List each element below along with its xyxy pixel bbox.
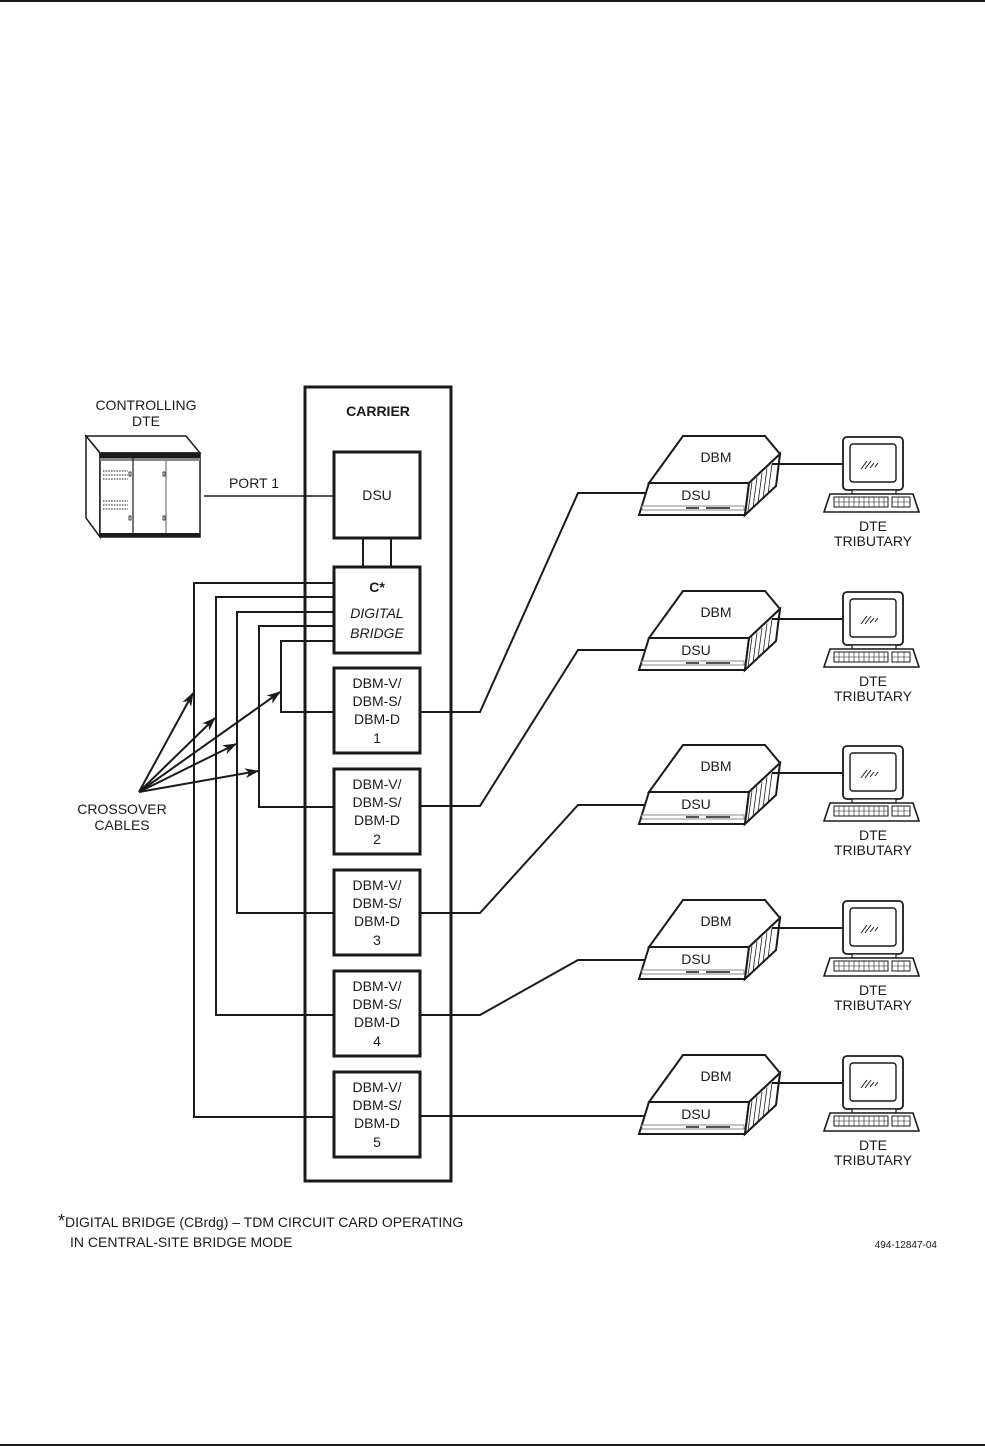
crossover-cable-1 — [280, 640, 333, 713]
carrier-dsu-label: DSU — [362, 487, 392, 503]
footnote-line-2: IN CENTRAL-SITE BRIDGE MODE — [70, 1234, 292, 1250]
dbm-card-number: 3 — [373, 932, 381, 948]
dbm-card-4: DBM-V/ DBM-S/ DBM-D 4 — [332, 969, 422, 1058]
modem-top-label: DBM — [700, 604, 731, 620]
pointer-arrow — [138, 692, 194, 793]
dbm-card-line3: DBM-D — [354, 812, 400, 828]
dte-tributary-label-1: DTE — [859, 518, 887, 534]
tributary-links — [420, 492, 645, 1117]
controlling-dte: CONTROLLING DTE — [84, 397, 202, 540]
dte-tributary-label-1: DTE — [859, 827, 887, 843]
pointer-arrow — [138, 691, 281, 793]
terminal-computer-icon — [822, 436, 921, 513]
crossover-cable-3 — [236, 611, 333, 914]
carrier-chassis — [303, 385, 453, 1183]
crossover-pointer-arrows — [138, 691, 281, 793]
modem-unit-icon — [637, 590, 782, 673]
tributary-link-4 — [420, 959, 645, 1016]
dbm-card-line1: DBM-V/ — [353, 776, 402, 792]
crossover-cable-5 — [193, 582, 333, 1118]
digital-bridge-box — [332, 565, 422, 655]
dte-tributary-label-2: TRIBUTARY — [834, 533, 913, 549]
modem-bottom-label: DSU — [681, 642, 711, 658]
crossover-cables — [193, 582, 333, 1118]
crossover-label-1: CROSSOVER — [77, 801, 166, 817]
dbm-card-line3: DBM-D — [354, 1014, 400, 1030]
pointer-arrow — [138, 768, 259, 793]
figure-id: 494-12847-04 — [875, 1240, 938, 1251]
dbm-card-3: DBM-V/ DBM-S/ DBM-D 3 — [332, 868, 422, 957]
controlling-dte-label-1: CONTROLLING — [95, 397, 196, 413]
dbm-card-line2: DBM-S/ — [353, 794, 402, 810]
mainframe-cabinet-icon — [84, 433, 202, 540]
controlling-dte-label-2: DTE — [132, 413, 160, 429]
pointer-arrow — [138, 743, 237, 793]
dbm-card-line3: DBM-D — [354, 913, 400, 929]
tributary-link-1 — [420, 492, 645, 713]
terminal-computer-icon — [822, 745, 921, 822]
dbm-card-line2: DBM-S/ — [353, 996, 402, 1012]
modem-unit-icon — [637, 899, 782, 982]
modem-top-label: DBM — [700, 449, 731, 465]
dbm-card-line3: DBM-D — [354, 1115, 400, 1131]
footnote-asterisk: * — [58, 1211, 65, 1231]
dte-tributary-label-2: TRIBUTARY — [834, 1152, 913, 1168]
digital-bridge-label-1: DIGITAL — [350, 605, 403, 621]
crossover-label-2: CABLES — [94, 817, 149, 833]
dbm-card-number: 1 — [373, 730, 381, 746]
dte-tributary-label-2: TRIBUTARY — [834, 997, 913, 1013]
terminal-computer-icon — [822, 591, 921, 668]
modem-bottom-label: DSU — [681, 951, 711, 967]
dte-tributary-label-2: TRIBUTARY — [834, 842, 913, 858]
modem-top-label: DBM — [700, 1068, 731, 1084]
dte-tributary-label-2: TRIBUTARY — [834, 688, 913, 704]
crossover-cable-2 — [258, 625, 333, 808]
dbm-card-2: DBM-V/ DBM-S/ DBM-D 2 — [332, 767, 422, 856]
terminal-computer-icon — [822, 900, 921, 977]
tributary-sites: DBMDSUDTETRIBUTARYDBMDSUDTETRIBUTARYDBMD… — [637, 435, 921, 1168]
dbm-card-line1: DBM-V/ — [353, 1079, 402, 1095]
dbm-card-1: DBM-V/ DBM-S/ DBM-D 1 — [332, 666, 422, 755]
dte-tributary-label-1: DTE — [859, 673, 887, 689]
dbm-card-line2: DBM-S/ — [353, 693, 402, 709]
terminal-computer-icon — [822, 1055, 921, 1132]
dbm-card-line1: DBM-V/ — [353, 877, 402, 893]
tributary-link-3 — [420, 804, 645, 914]
modem-bottom-label: DSU — [681, 796, 711, 812]
dbm-card-line1: DBM-V/ — [353, 978, 402, 994]
modem-top-label: DBM — [700, 913, 731, 929]
modem-unit-icon — [637, 744, 782, 827]
dbm-card-line1: DBM-V/ — [353, 675, 402, 691]
modem-top-label: DBM — [700, 758, 731, 774]
modem-unit-icon — [637, 1054, 782, 1137]
dbm-card-line2: DBM-S/ — [353, 1097, 402, 1113]
tributary-link-2 — [420, 649, 645, 807]
dbm-card-5: DBM-V/ DBM-S/ DBM-D 5 — [332, 1070, 422, 1159]
digital-bridge-label-2: BRIDGE — [350, 625, 404, 641]
carrier-dsu-box — [332, 450, 422, 540]
footnote-line-1: *DIGITAL BRIDGE (CBrdg) – TDM CIRCUIT CA… — [58, 1211, 463, 1231]
dte-tributary-label-1: DTE — [859, 1137, 887, 1153]
modem-unit-icon — [637, 435, 782, 518]
dbm-card-number: 5 — [373, 1134, 381, 1150]
dbm-card-number: 2 — [373, 831, 381, 847]
digital-bridge-code: C* — [369, 579, 385, 595]
crossover-cable-4 — [215, 596, 333, 1016]
modem-bottom-label: DSU — [681, 487, 711, 503]
pointer-arrow — [138, 717, 216, 793]
dbm-card-line2: DBM-S/ — [353, 895, 402, 911]
modem-bottom-label: DSU — [681, 1106, 711, 1122]
port-1-label: PORT 1 — [229, 475, 279, 491]
dbm-card-line3: DBM-D — [354, 711, 400, 727]
dbm-card-number: 4 — [373, 1033, 381, 1049]
footnote-text-1: DIGITAL BRIDGE (CBrdg) – TDM CIRCUIT CAR… — [65, 1214, 463, 1230]
carrier-title: CARRIER — [346, 403, 410, 419]
dte-tributary-label-1: DTE — [859, 982, 887, 998]
